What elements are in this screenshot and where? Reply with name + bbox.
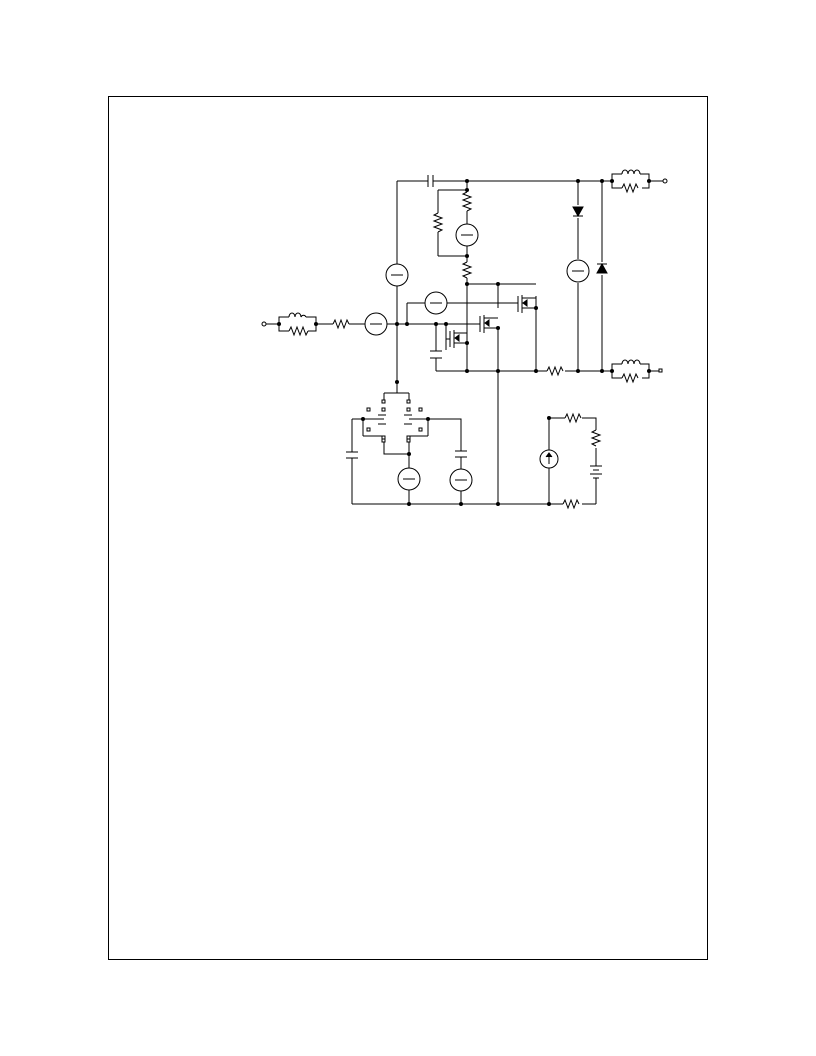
mosfet — [458, 315, 498, 333]
junction-dots — [277, 179, 651, 506]
voltage-sources — [365, 224, 589, 491]
diode — [573, 207, 583, 216]
inductor — [622, 360, 640, 364]
resistor — [547, 367, 563, 375]
voltage-source — [450, 469, 472, 491]
capacitor — [428, 175, 433, 187]
output-terminal — [663, 179, 667, 183]
diode — [597, 264, 607, 273]
inductor — [289, 313, 306, 317]
capacitor — [430, 351, 442, 358]
terminals — [262, 179, 667, 372]
capacitor — [346, 452, 358, 458]
page-border — [108, 96, 708, 960]
inductors — [289, 170, 640, 364]
voltage-source — [398, 468, 420, 490]
resistor — [463, 192, 471, 211]
resistor — [622, 374, 638, 382]
output-terminal — [659, 369, 662, 372]
wires — [266, 174, 663, 504]
voltage-source — [425, 292, 447, 314]
switches — [363, 400, 428, 442]
inductor — [622, 170, 640, 174]
capacitor — [455, 451, 467, 457]
resistor — [289, 327, 308, 335]
resistor — [565, 414, 581, 422]
resistor — [563, 500, 579, 508]
mosfets — [446, 295, 536, 348]
resistors — [289, 184, 638, 508]
voltage-source — [567, 260, 589, 282]
battery — [590, 466, 602, 478]
current-source — [540, 450, 558, 468]
voltage-source — [386, 264, 408, 286]
switch — [363, 408, 386, 439]
resistor — [592, 430, 600, 446]
mosfet — [518, 295, 536, 313]
voltage-source — [456, 224, 478, 246]
switch — [404, 408, 428, 439]
mosfet — [446, 330, 467, 348]
voltage-source — [365, 313, 387, 335]
resistor — [434, 213, 442, 232]
resistor — [622, 184, 638, 192]
resistor — [463, 262, 471, 278]
input-terminal — [262, 322, 266, 326]
capacitors — [346, 175, 467, 458]
diodes — [573, 207, 607, 273]
resistor — [333, 320, 349, 328]
